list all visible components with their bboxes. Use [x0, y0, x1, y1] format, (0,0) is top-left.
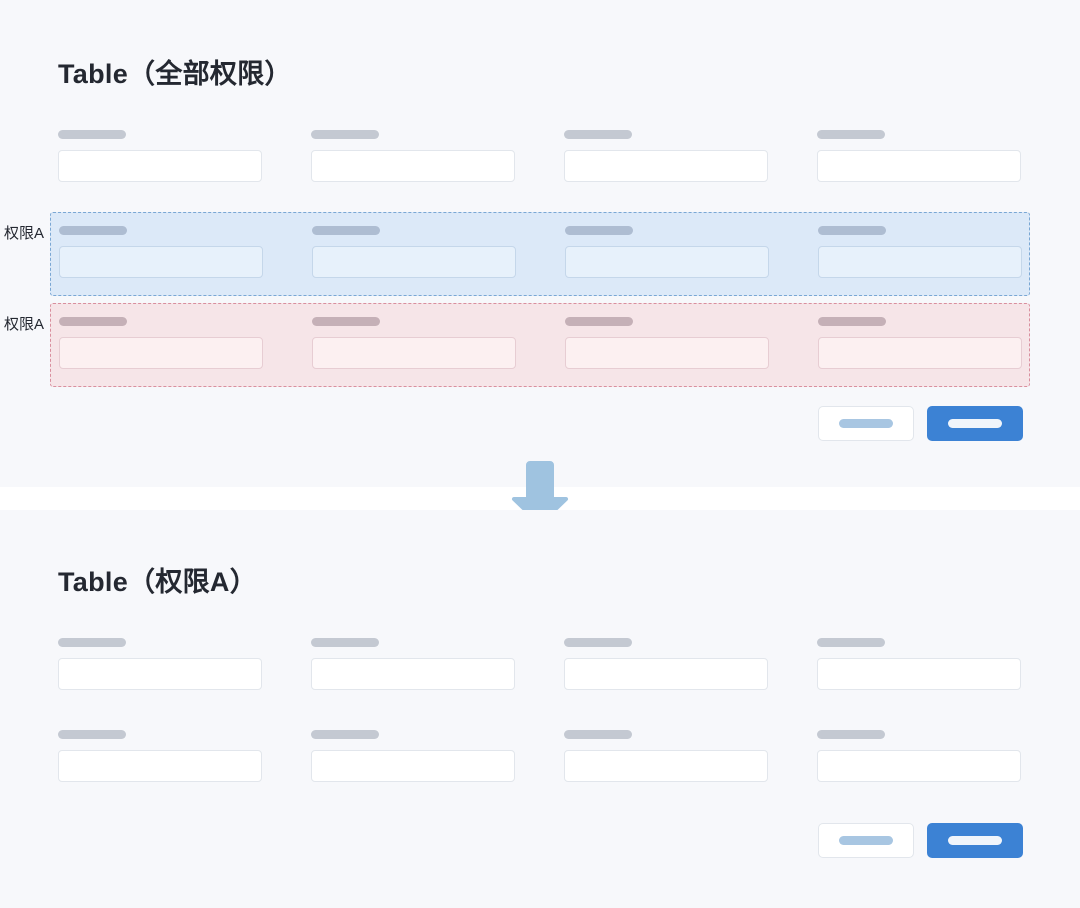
- form-field: [59, 317, 263, 369]
- arrow-down-icon: [511, 461, 569, 526]
- field-input[interactable]: [58, 750, 262, 782]
- form-field: [565, 317, 769, 369]
- form-field: [311, 730, 515, 782]
- form-field: [817, 638, 1021, 690]
- field-label-placeholder: [311, 638, 379, 647]
- field-input[interactable]: [311, 750, 515, 782]
- field-input[interactable]: [817, 150, 1021, 182]
- field-label-placeholder: [564, 130, 632, 139]
- cancel-button[interactable]: [818, 406, 914, 441]
- field-input[interactable]: [58, 658, 262, 690]
- field-input[interactable]: [818, 337, 1022, 369]
- form-field: [564, 730, 768, 782]
- form-field: [564, 130, 768, 182]
- field-input[interactable]: [312, 246, 516, 278]
- form-field: [58, 130, 262, 182]
- field-label-placeholder: [59, 317, 127, 326]
- field-label-placeholder: [312, 317, 380, 326]
- field-input[interactable]: [818, 246, 1022, 278]
- field-input[interactable]: [817, 750, 1021, 782]
- panel-all-permissions: Table（全部权限） 权限A: [3, 59, 1030, 441]
- table-row-permission-pink: [50, 303, 1030, 387]
- permission-side-label-blue: 权限A: [3, 225, 44, 242]
- cancel-button[interactable]: [818, 823, 914, 858]
- field-input[interactable]: [311, 658, 515, 690]
- form-field: [59, 226, 263, 278]
- table-row-permission-blue: [50, 212, 1030, 296]
- field-input[interactable]: [59, 246, 263, 278]
- confirm-button[interactable]: [927, 823, 1023, 858]
- field-label-placeholder: [312, 226, 380, 235]
- form-field: [564, 638, 768, 690]
- field-input[interactable]: [58, 150, 262, 182]
- form-field: [817, 130, 1021, 182]
- field-label-placeholder: [817, 130, 885, 139]
- confirm-button-label-placeholder: [948, 836, 1002, 845]
- page-title-all-permissions: Table（全部权限）: [58, 59, 292, 89]
- field-input[interactable]: [312, 337, 516, 369]
- form-field: [818, 226, 1022, 278]
- field-label-placeholder: [564, 638, 632, 647]
- confirm-button-label-placeholder: [948, 419, 1002, 428]
- field-label-placeholder: [311, 130, 379, 139]
- field-label-placeholder: [58, 638, 126, 647]
- cancel-button-label-placeholder: [839, 419, 893, 428]
- field-input[interactable]: [817, 658, 1021, 690]
- page-title-permission-a: Table（权限A）: [58, 567, 258, 597]
- form-field: [58, 730, 262, 782]
- field-input[interactable]: [311, 150, 515, 182]
- field-label-placeholder: [818, 226, 886, 235]
- form-field: [311, 130, 515, 182]
- field-input[interactable]: [564, 658, 768, 690]
- cancel-button-label-placeholder: [839, 836, 893, 845]
- field-label-placeholder: [565, 317, 633, 326]
- field-input[interactable]: [59, 337, 263, 369]
- field-label-placeholder: [817, 638, 885, 647]
- field-label-placeholder: [311, 730, 379, 739]
- form-field: [818, 317, 1022, 369]
- field-label-placeholder: [818, 317, 886, 326]
- form-field: [312, 317, 516, 369]
- confirm-button[interactable]: [927, 406, 1023, 441]
- form-field: [565, 226, 769, 278]
- form-field: [58, 638, 262, 690]
- field-input[interactable]: [565, 246, 769, 278]
- form-field: [311, 638, 515, 690]
- permission-side-label-pink: 权限A: [3, 316, 44, 333]
- field-label-placeholder: [817, 730, 885, 739]
- field-label-placeholder: [58, 130, 126, 139]
- field-input[interactable]: [564, 750, 768, 782]
- field-input[interactable]: [565, 337, 769, 369]
- field-input[interactable]: [564, 150, 768, 182]
- field-label-placeholder: [564, 730, 632, 739]
- field-label-placeholder: [58, 730, 126, 739]
- field-label-placeholder: [565, 226, 633, 235]
- field-label-placeholder: [59, 226, 127, 235]
- form-field: [817, 730, 1021, 782]
- form-field: [312, 226, 516, 278]
